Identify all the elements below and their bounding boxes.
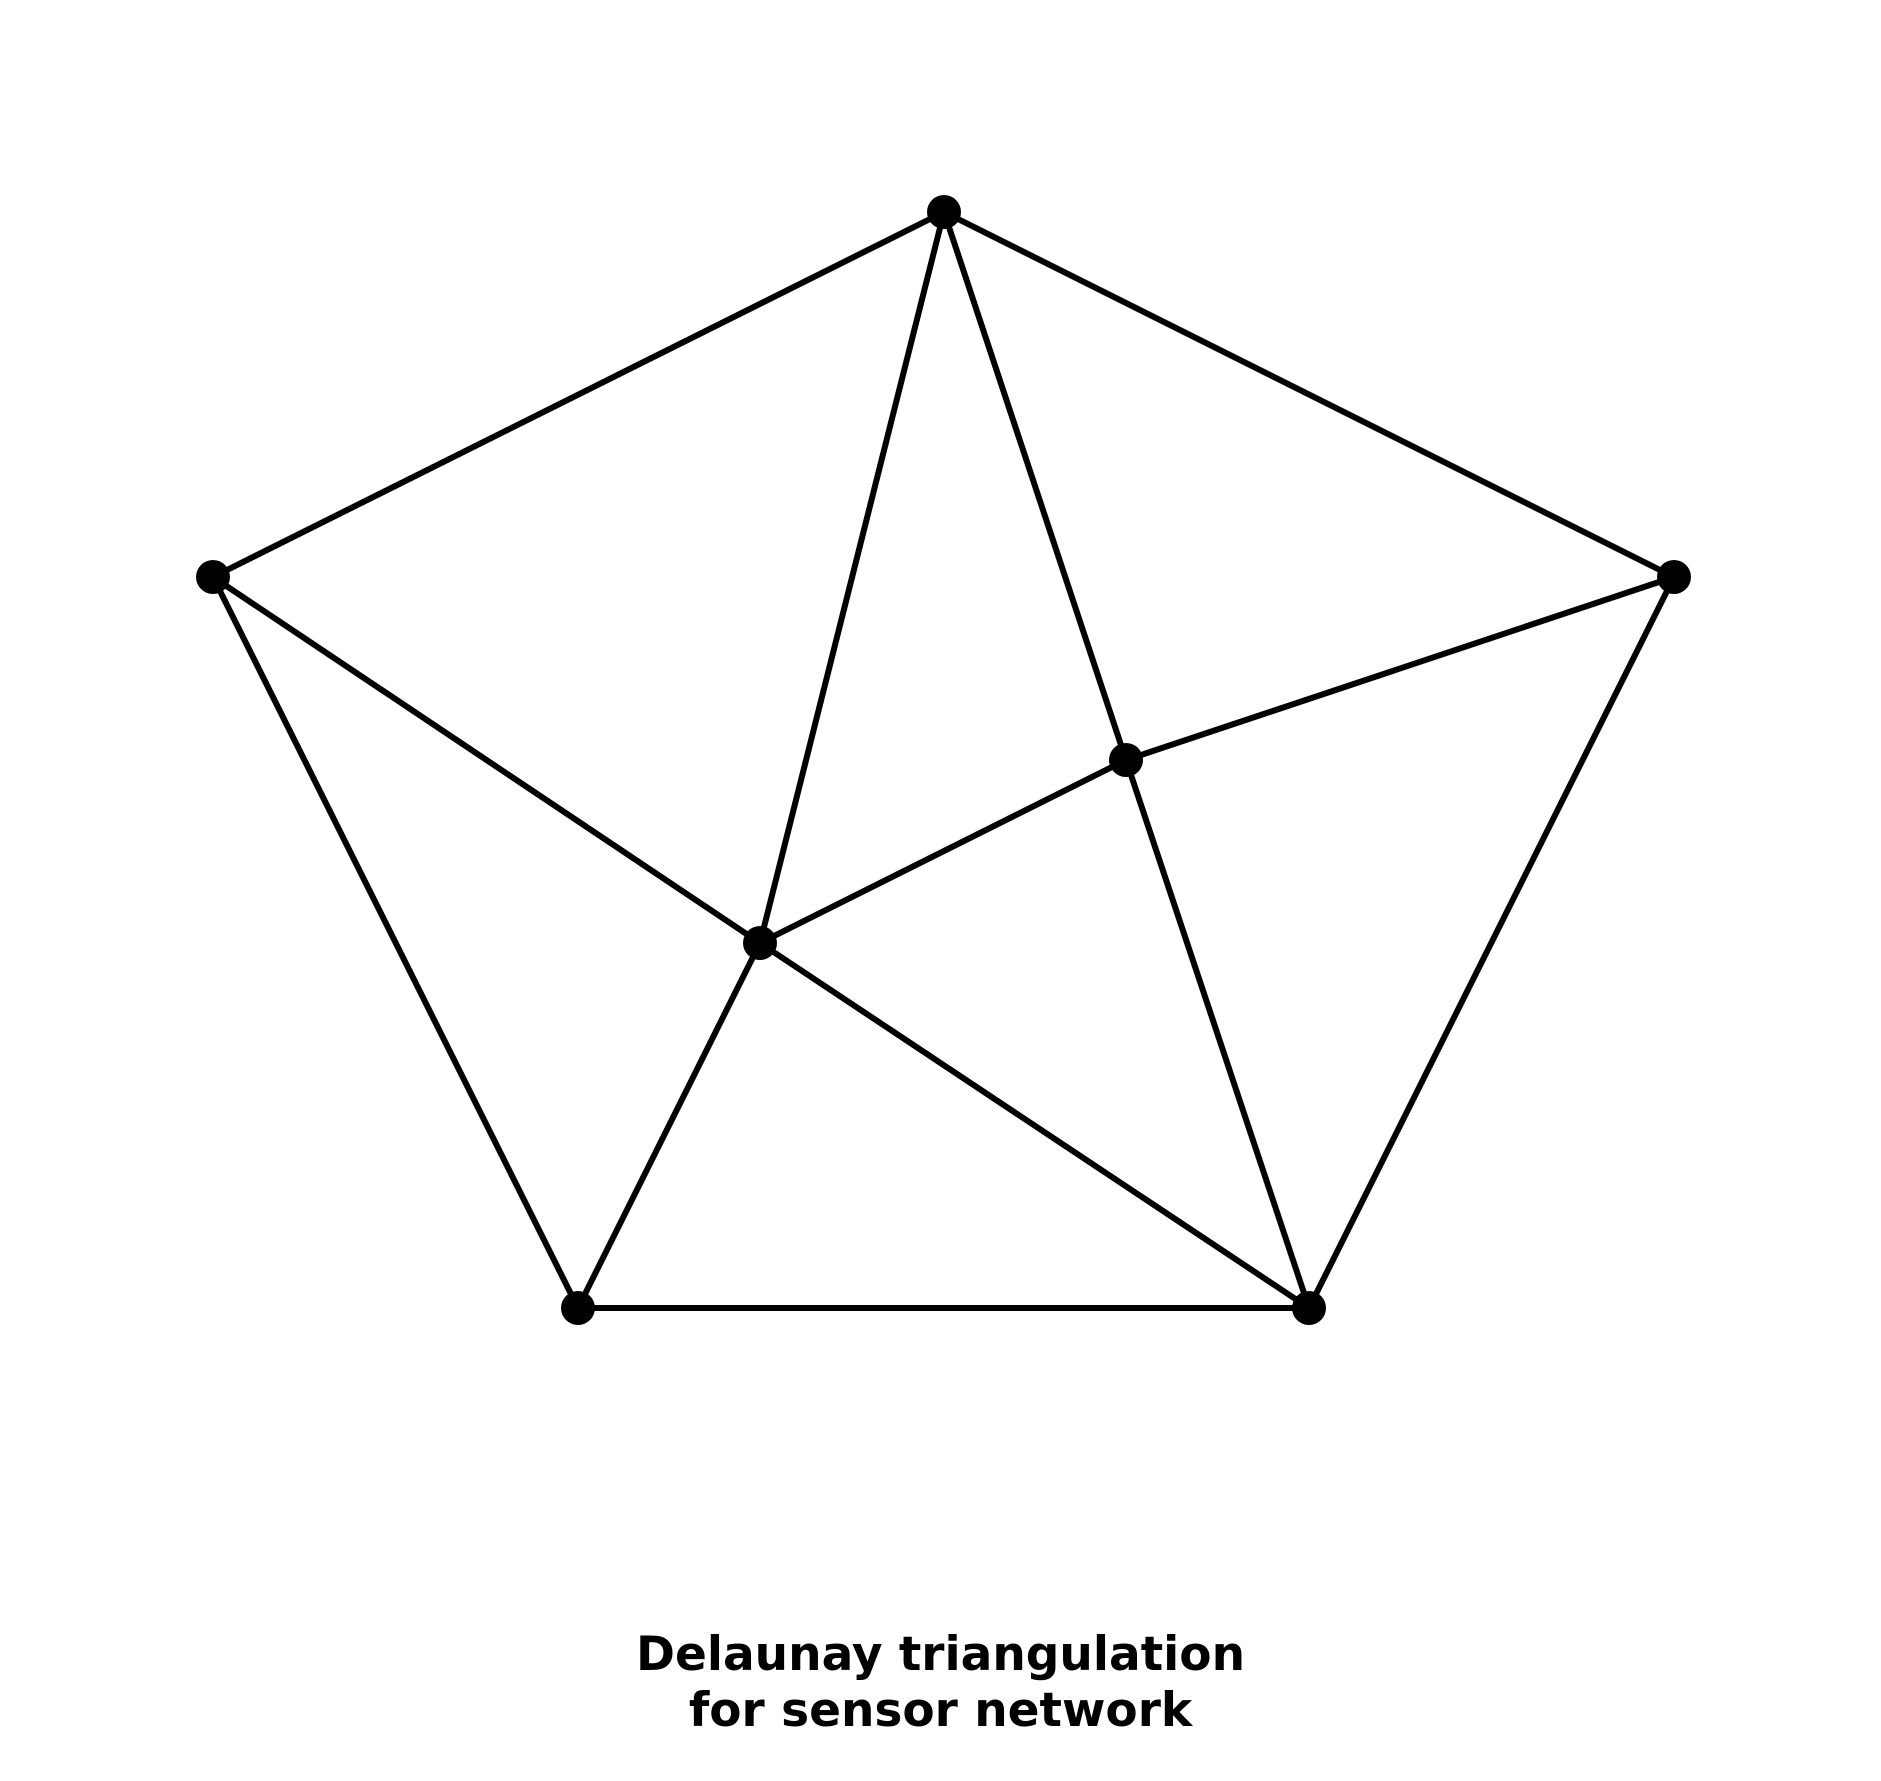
edge-top-to-right [941, 209, 1677, 580]
sensor-node-inner-left [743, 926, 777, 960]
edge-left-to-inner-left [210, 574, 763, 946]
edge-inner-right-to-bottom-right [1123, 757, 1312, 1311]
caption-line-1: Delaunay triangulation [635, 1627, 1246, 1682]
edge-right-to-inner-right [1123, 574, 1677, 763]
sensor-node-right [1657, 560, 1691, 594]
caption-line-2: for sensor network [688, 1683, 1193, 1738]
edge-inner-left-to-bottom-right [757, 940, 1312, 1311]
sensor-node-inner-right [1109, 743, 1143, 777]
edge-top-to-left [210, 209, 947, 580]
edge-top-to-inner-right [941, 209, 1129, 763]
nodes-layer [196, 195, 1691, 1325]
sensor-node-bottom-right [1292, 1291, 1326, 1325]
edges-layer [210, 209, 1677, 1311]
edge-inner-left-to-bottom-left [575, 940, 763, 1311]
sensor-node-bottom-left [561, 1291, 595, 1325]
edge-left-to-bottom-left [210, 574, 581, 1311]
edge-top-to-inner-left [757, 209, 947, 946]
sensor-node-left [196, 560, 230, 594]
edge-right-to-bottom-right [1306, 574, 1677, 1311]
edge-inner-right-to-inner-left [757, 757, 1129, 946]
sensor-node-top [927, 195, 961, 229]
